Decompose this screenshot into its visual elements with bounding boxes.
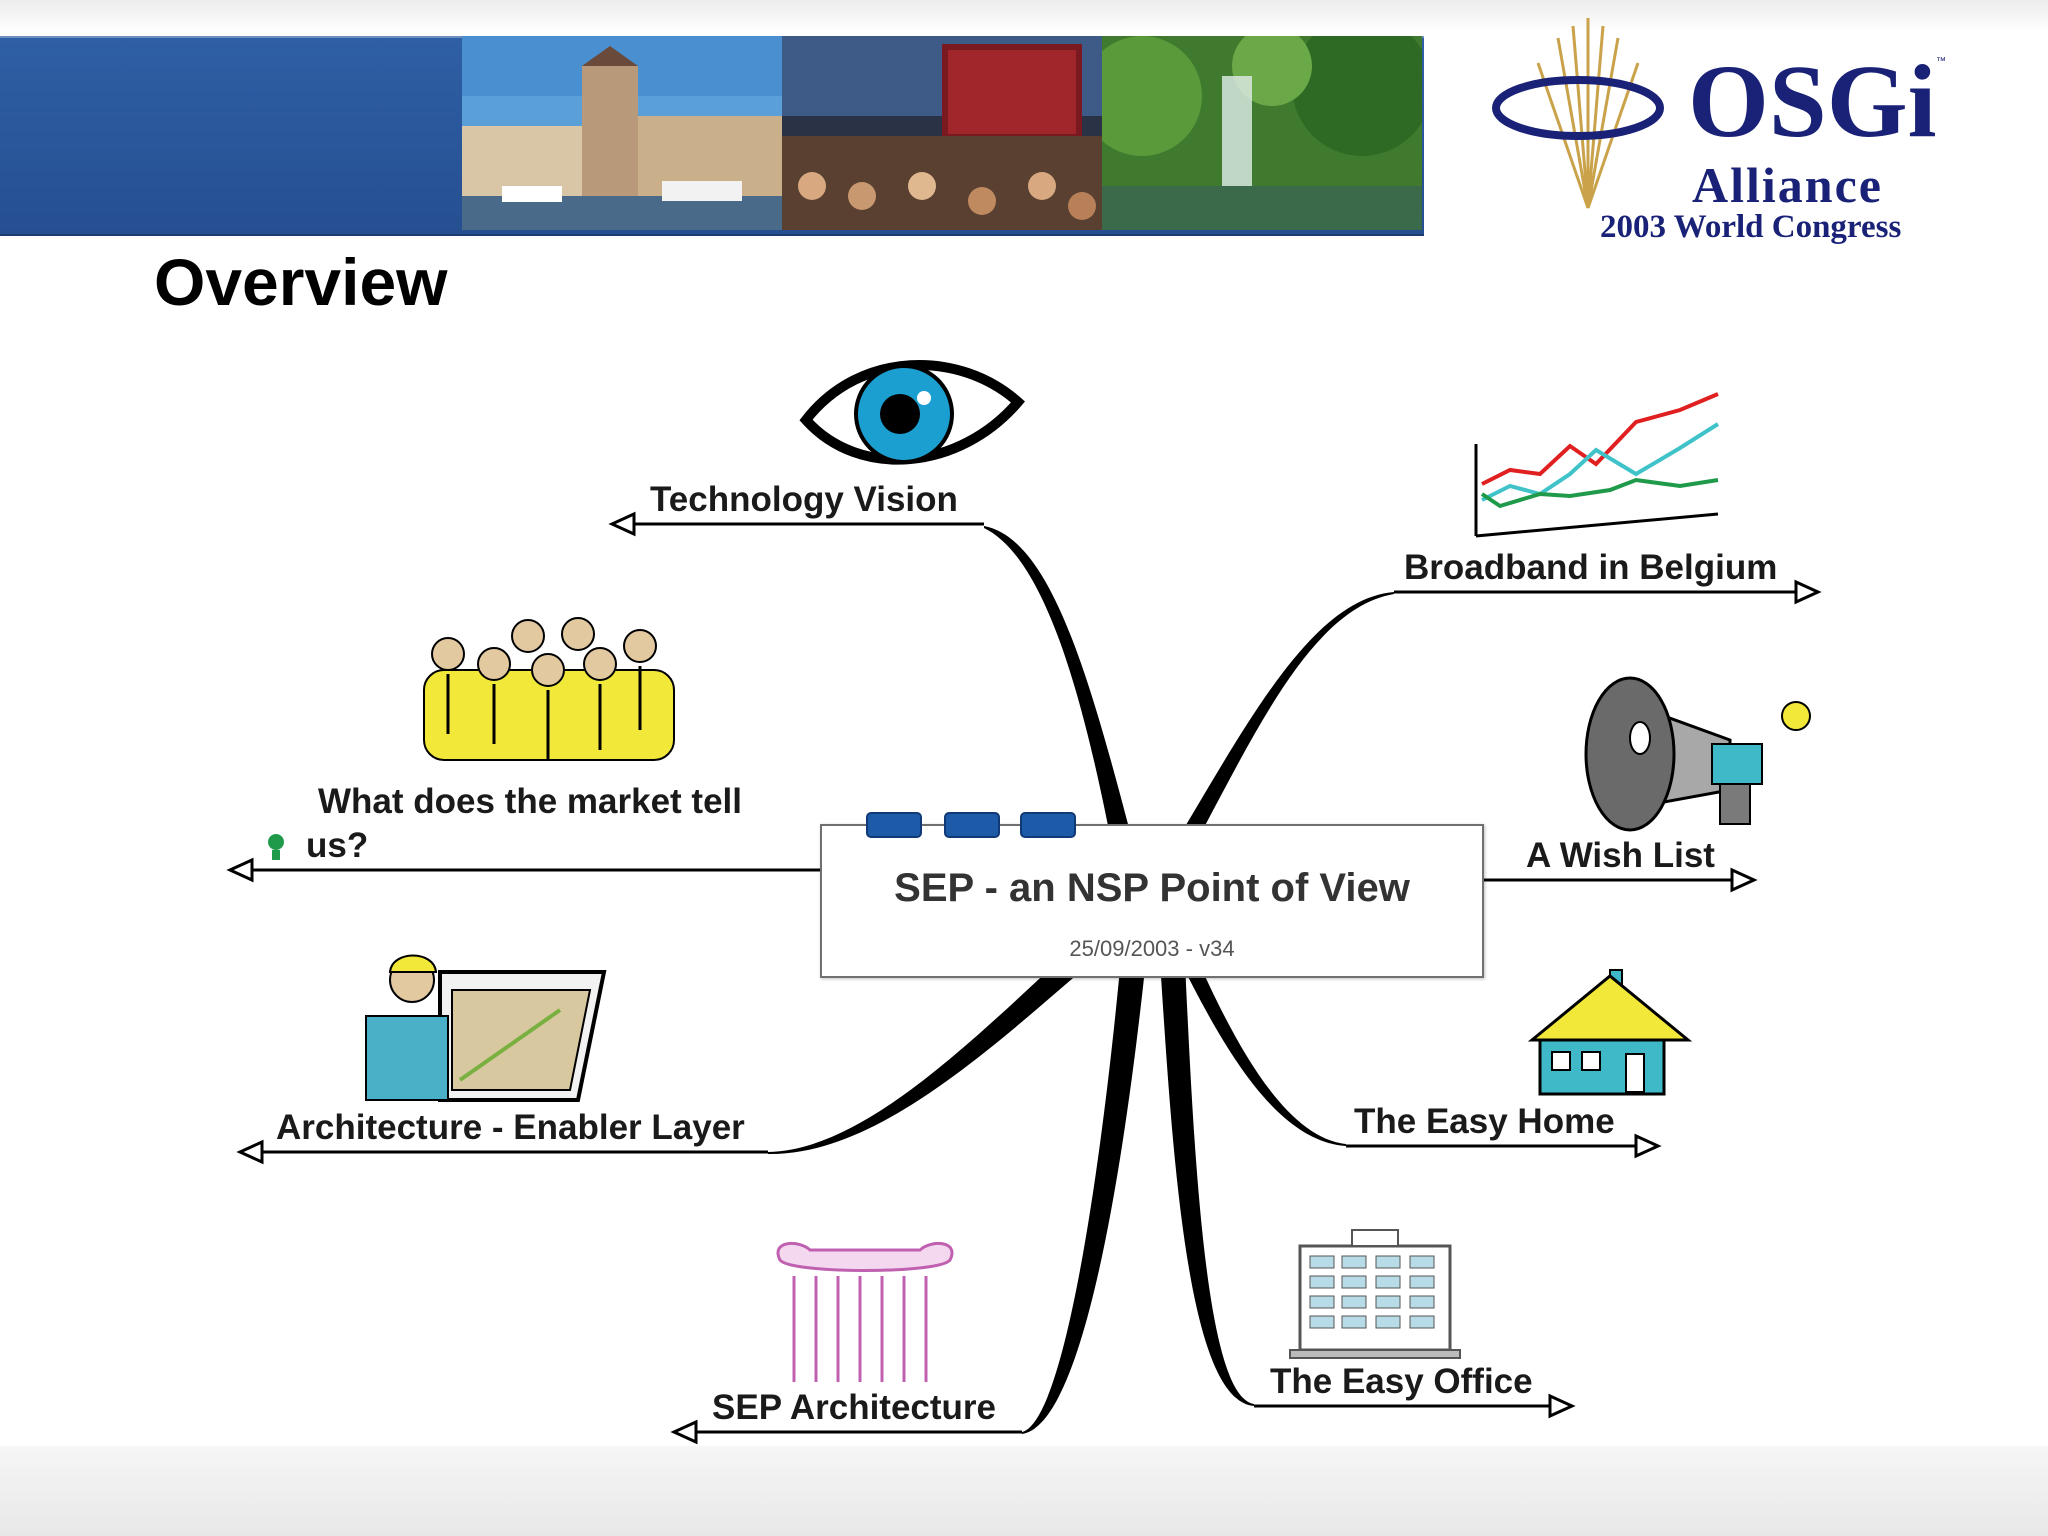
central-node-title: SEP - an NSP Point of View <box>894 866 1410 910</box>
branch-market-line2[interactable]: us? <box>306 826 369 865</box>
top-gradient-band <box>0 0 2048 32</box>
arrow-left-technology-vision <box>608 511 636 537</box>
connector-sep-architecture <box>1022 900 1152 1434</box>
eye-icon <box>799 360 1025 465</box>
footer-band <box>0 1446 2048 1536</box>
line-chart-icon <box>1474 392 1720 538</box>
branch-broadband-belgium[interactable]: Broadband in Belgium <box>1404 548 1778 587</box>
house-icon <box>1527 969 1693 1096</box>
connector-broadband <box>1140 592 1394 900</box>
arrow-right-wish-list <box>1730 867 1758 893</box>
old-town-tower-photo <box>462 36 782 230</box>
branch-market-line1[interactable]: What does the market tell <box>318 782 742 821</box>
architect-drafting-icon <box>365 954 607 1102</box>
arrow-left-market <box>226 857 254 883</box>
central-node-tab <box>944 812 1000 838</box>
branch-technology-vision[interactable]: Technology Vision <box>650 480 958 519</box>
logo-trademark: ™ <box>1936 56 1946 67</box>
central-node[interactable]: SEP - an NSP Point of View 25/09/2003 - … <box>820 812 1484 978</box>
logo-congress-text: 2003 World Congress <box>1600 209 1902 245</box>
park-fountain-photo <box>1102 36 1422 230</box>
hint-bulb-icon <box>268 834 284 860</box>
connector-technology-vision <box>984 526 1148 900</box>
arrow-right-broadband <box>1794 579 1822 605</box>
central-node-date: 25/09/2003 - v34 <box>1069 936 1235 961</box>
logo-osgi-word: OSGi <box>1688 44 1937 159</box>
osgi-alliance-logo: OSGi ™ Alliance 2003 World Congress <box>1488 8 1968 248</box>
people-group-icon <box>423 617 675 761</box>
logo-emblem-icon <box>1492 18 1664 209</box>
branch-easy-home[interactable]: The Easy Home <box>1354 1102 1615 1141</box>
arrow-right-easy-home <box>1634 1133 1662 1159</box>
arrow-right-easy-office <box>1548 1393 1576 1419</box>
column-icon <box>776 1241 954 1382</box>
megaphone-icon <box>1584 676 1811 832</box>
connector-easy-office <box>1156 900 1254 1406</box>
arrow-left-sep-architecture <box>670 1419 698 1445</box>
page-title: Overview <box>154 245 448 319</box>
branch-wish-list[interactable]: A Wish List <box>1526 836 1715 875</box>
branch-sep-architecture[interactable]: SEP Architecture <box>712 1388 996 1427</box>
logo-alliance-word: Alliance <box>1692 157 1883 213</box>
central-node-tab <box>1020 812 1076 838</box>
arrow-left-architecture-enabler <box>236 1139 264 1165</box>
branch-easy-office[interactable]: The Easy Office <box>1270 1362 1533 1401</box>
cinema-crowd-photo <box>782 36 1102 230</box>
central-node-tab <box>866 812 922 838</box>
branch-architecture-enabler[interactable]: Architecture - Enabler Layer <box>276 1108 745 1147</box>
office-building-icon <box>1289 1229 1461 1359</box>
